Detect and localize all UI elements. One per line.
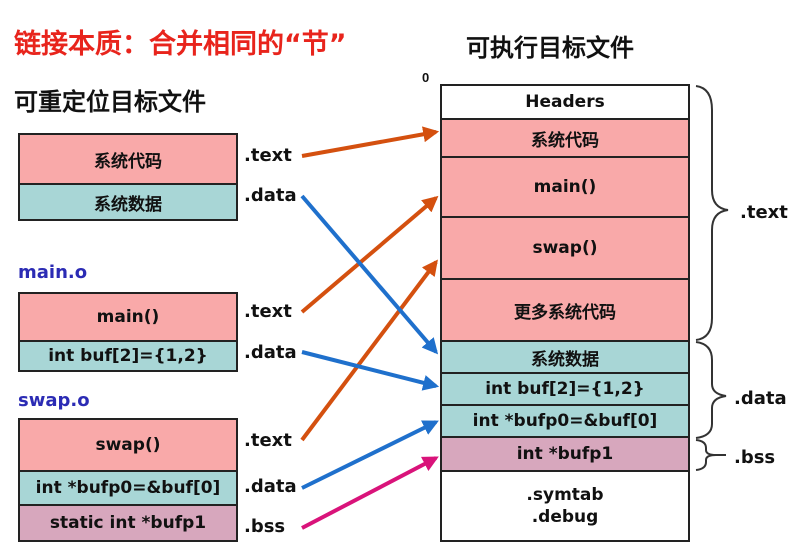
page-title: 链接本质：合并相同的“节”: [14, 29, 347, 60]
bss-brace: [695, 439, 726, 471]
swap-data-block: int *bufp0=&buf[0]: [18, 470, 238, 506]
arrow-swap-data: [301, 420, 439, 490]
exe-bufp1: int *bufp1: [440, 436, 690, 472]
exe-symtab-debug: .symtab .debug: [440, 470, 690, 542]
arrow-main-text: [300, 195, 439, 314]
text-brace: [695, 85, 729, 341]
arrow-main-data: [301, 350, 440, 391]
swap-module-label: swap.o: [18, 390, 90, 411]
swap-text-label: .text: [244, 430, 292, 451]
main-module-label: main.o: [18, 262, 88, 283]
system-code-block: 系统代码: [18, 133, 238, 185]
right-heading: 可执行目标文件: [466, 34, 634, 62]
main-text-label: .text: [244, 301, 292, 322]
swap-bss-label: .bss: [244, 516, 286, 537]
exe-system-code: 系统代码: [440, 118, 690, 158]
system-text-label: .text: [244, 145, 292, 166]
system-data-block: 系统数据: [18, 183, 238, 221]
swap-data-label: .data: [244, 476, 297, 497]
swap-bss-block: static int *bufp1: [18, 504, 238, 542]
exe-debug: .debug: [531, 507, 599, 527]
origin-label: 0: [422, 70, 430, 85]
arrow-system-data: [300, 194, 439, 355]
exe-main: main(): [440, 156, 690, 218]
arrow-swap-text: [300, 259, 438, 442]
exe-text-label: .text: [740, 202, 788, 223]
main-data-block: int buf[2]={1,2}: [18, 340, 238, 372]
data-brace: [695, 341, 727, 439]
exe-symtab: .symtab: [526, 485, 604, 505]
arrow-system-text: [301, 126, 440, 158]
swap-func-block: swap(): [18, 418, 238, 472]
main-data-label: .data: [244, 342, 297, 363]
system-data-label: .data: [244, 185, 297, 206]
left-heading: 可重定位目标文件: [14, 88, 206, 116]
arrow-swap-bss: [301, 456, 439, 530]
exe-more-system-code: 更多系统代码: [440, 278, 690, 342]
exe-data-label: .data: [734, 388, 787, 409]
exe-bss-label: .bss: [734, 447, 776, 468]
